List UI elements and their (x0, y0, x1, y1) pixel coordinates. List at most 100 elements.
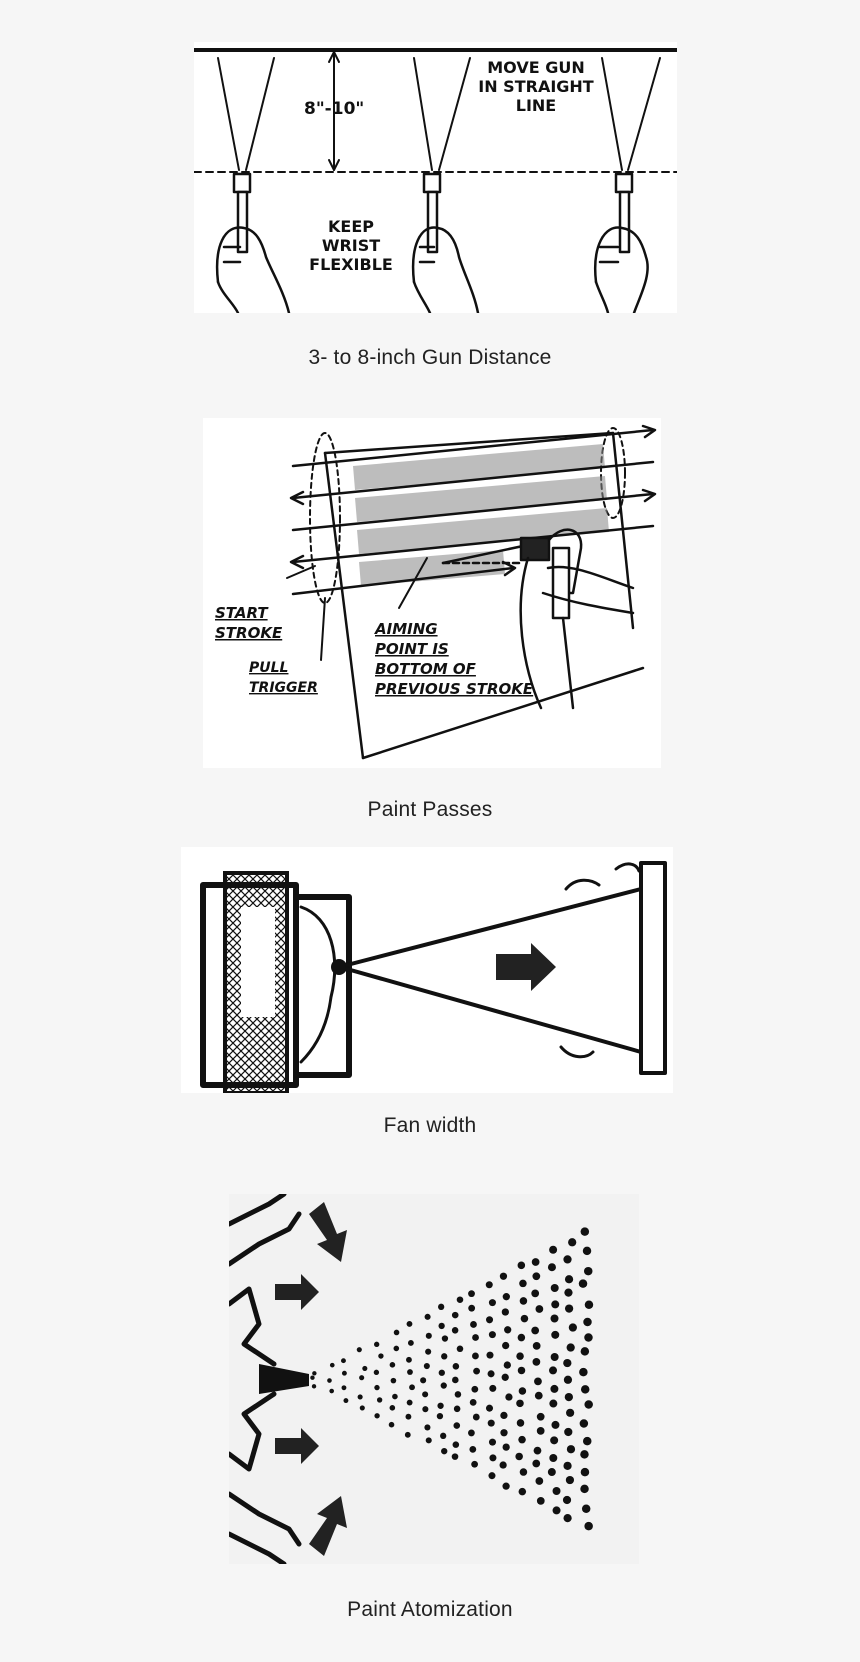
droplet (409, 1384, 415, 1391)
droplet (531, 1289, 540, 1298)
droplet (532, 1341, 541, 1350)
droplet (393, 1329, 400, 1336)
droplet (519, 1279, 527, 1288)
droplet (362, 1365, 368, 1371)
droplet (563, 1514, 572, 1523)
droplet (486, 1351, 494, 1359)
droplet (437, 1402, 444, 1409)
start-stroke-label-1: START (215, 604, 269, 622)
droplet (583, 1317, 592, 1327)
droplet (584, 1521, 593, 1531)
move-gun-label-3: LINE (516, 96, 556, 115)
paint-passes-figure: START STROKE PULL TRIGGER AIMING POINT I… (203, 418, 661, 768)
droplet (329, 1362, 335, 1368)
droplet (549, 1454, 558, 1463)
wrist-label-2: WRIST (322, 236, 380, 255)
droplet (551, 1420, 560, 1429)
droplet (568, 1238, 577, 1247)
droplet (357, 1394, 363, 1400)
droplet (356, 1347, 362, 1353)
droplet (454, 1391, 462, 1398)
droplet (563, 1461, 572, 1470)
droplet (552, 1506, 561, 1515)
droplet (519, 1468, 528, 1476)
droplet (451, 1327, 459, 1334)
droplet (580, 1484, 589, 1494)
droplet (441, 1448, 448, 1455)
droplet (516, 1419, 525, 1427)
droplet (583, 1436, 592, 1446)
droplet (532, 1357, 541, 1366)
droplet (456, 1296, 464, 1304)
droplet (393, 1345, 400, 1352)
droplet (535, 1305, 544, 1313)
droplet (563, 1375, 573, 1384)
gun-distance-caption: 3- to 8-inch Gun Distance (308, 346, 552, 369)
droplet (550, 1283, 559, 1292)
droplet (472, 1352, 479, 1360)
droplet (501, 1373, 509, 1381)
droplet (579, 1367, 588, 1377)
droplet (584, 1333, 593, 1342)
droplet (469, 1398, 477, 1406)
paint-passes-caption: Paint Passes (367, 798, 493, 821)
droplet (468, 1429, 475, 1437)
droplet (472, 1413, 480, 1421)
droplet (485, 1404, 494, 1412)
droplet (500, 1411, 508, 1420)
droplet (532, 1272, 541, 1281)
droplet (550, 1384, 559, 1393)
droplet (566, 1343, 575, 1352)
droplet (531, 1258, 540, 1266)
droplet (499, 1272, 508, 1280)
droplet (310, 1375, 315, 1380)
droplet (501, 1308, 509, 1316)
droplet (424, 1313, 431, 1320)
droplet (517, 1333, 526, 1342)
move-gun-label-1: MOVE GUN (487, 58, 585, 77)
droplet (404, 1431, 411, 1438)
gun-distance-figure: 8"-10" MOVE GUN IN STRAIGHT LINE KEEP WR… (194, 42, 677, 313)
droplet (536, 1427, 545, 1435)
droplet (468, 1290, 475, 1298)
droplet (406, 1320, 413, 1327)
droplet (374, 1413, 380, 1419)
droplet (578, 1279, 588, 1288)
aiming-label-3: BOTTOM OF (375, 660, 477, 678)
droplet (341, 1370, 347, 1376)
droplet (374, 1384, 380, 1391)
droplet (471, 1460, 479, 1468)
droplet (581, 1504, 591, 1513)
droplet (487, 1370, 495, 1378)
droplet (518, 1487, 527, 1496)
droplet (566, 1408, 575, 1417)
droplet (534, 1377, 542, 1386)
droplet (551, 1300, 560, 1309)
droplet (580, 1450, 589, 1459)
droplet (503, 1361, 511, 1369)
droplet (486, 1316, 494, 1324)
droplet (437, 1303, 445, 1311)
droplet (456, 1345, 464, 1353)
droplet (531, 1326, 540, 1335)
droplet (392, 1393, 398, 1400)
droplet (438, 1369, 445, 1376)
droplet (564, 1427, 573, 1437)
droplet (374, 1341, 380, 1348)
droplet (359, 1405, 365, 1411)
droplet (550, 1436, 559, 1445)
droplet (425, 1332, 432, 1339)
fan-width-figure (181, 847, 673, 1093)
droplet (562, 1495, 572, 1505)
atomization-figure (229, 1194, 639, 1564)
droplet (564, 1392, 573, 1402)
droplet (565, 1475, 575, 1485)
droplet (489, 1454, 497, 1462)
droplet (552, 1486, 561, 1495)
droplet (453, 1405, 461, 1413)
droplet (469, 1445, 477, 1453)
droplet (505, 1393, 513, 1401)
droplet (582, 1246, 592, 1256)
droplet (502, 1443, 510, 1451)
droplet (343, 1398, 349, 1404)
